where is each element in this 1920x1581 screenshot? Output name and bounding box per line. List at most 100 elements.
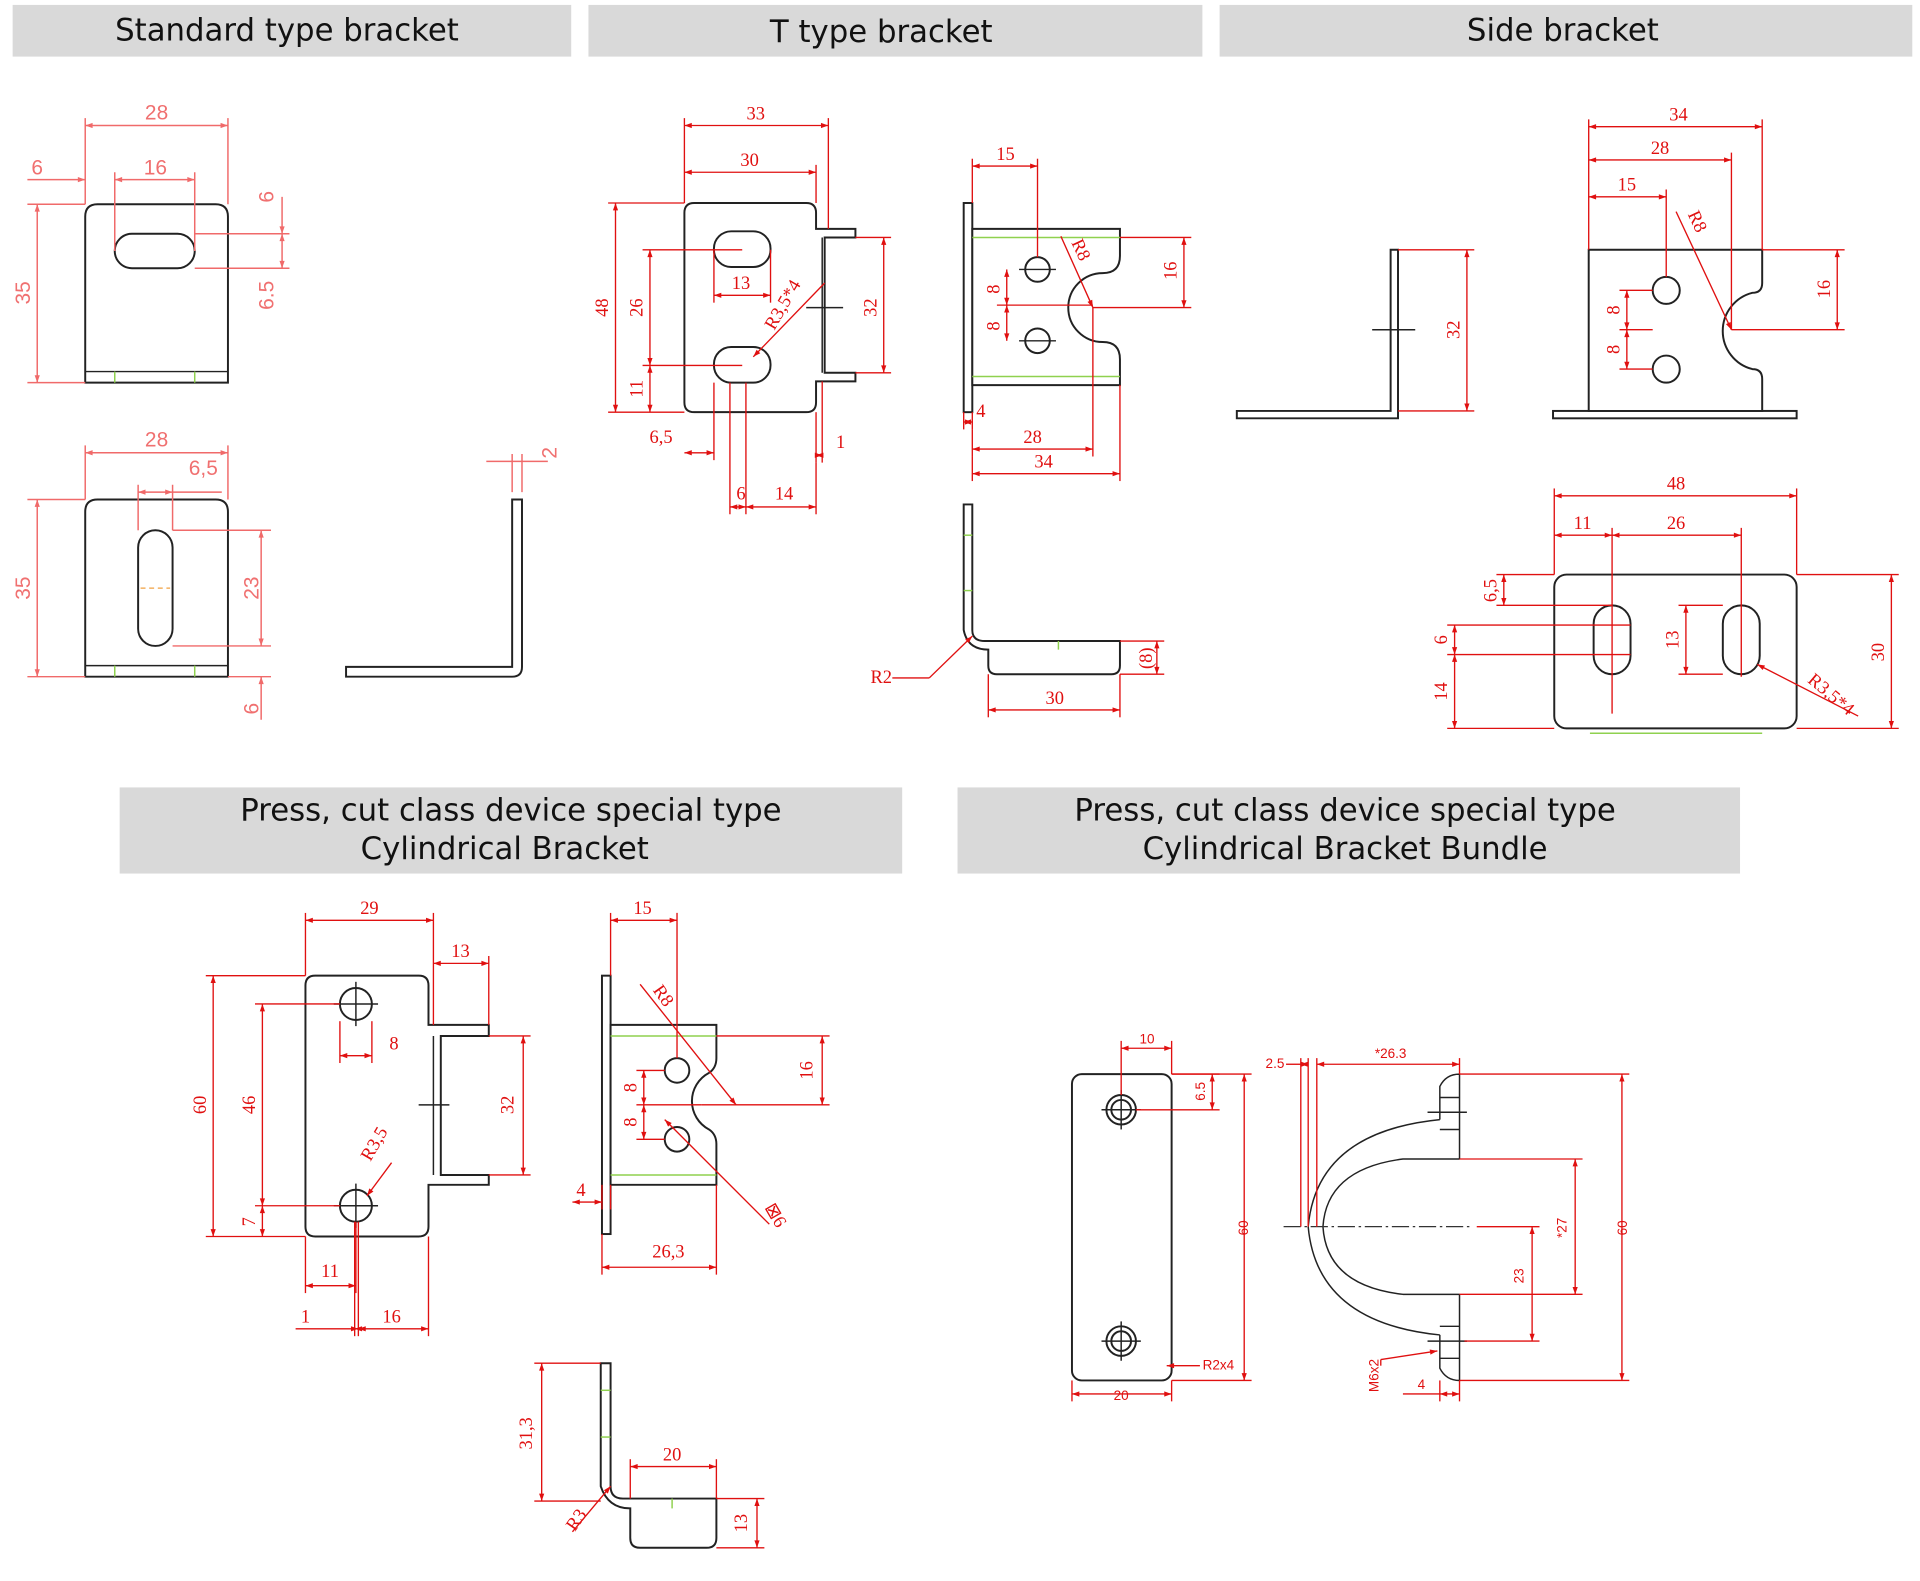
leader-line [664,1119,770,1225]
cylindrical-bracket-front-view [304,974,490,1238]
dimension-label: 30 [1868,643,1888,661]
dimension-label: (8) [1136,647,1157,669]
dimension-label: 13 [1663,631,1683,649]
bundle-front-view [1070,1073,1173,1382]
dimension-label: 48 [1667,474,1685,494]
side-bracket-top-view [1552,248,1798,420]
dimension-label: 6 [736,484,745,504]
dimension-label: 8 [620,1117,640,1126]
leader-line [1380,1349,1438,1361]
dimension-label: M6x2 [1366,1359,1381,1392]
dimension-label: 6 [241,703,264,715]
dimension-label: 26 [627,298,647,316]
dimension-label: 30 [740,150,758,170]
dimension-label: 8 [983,321,1003,330]
dimension-label: 2.5 [1266,1056,1285,1071]
dimension-label: R8 [649,981,678,1010]
cylindrical-bracket-bottom-view [599,1362,718,1549]
dimension-label: 32 [497,1096,517,1114]
dimension-label: 16 [382,1307,400,1327]
t-type-bracket-bottom-view [962,503,1121,676]
dimension-label: 4 [576,1180,585,1200]
dimension-label: 7 [239,1217,259,1226]
header-title: Side bracket [1467,13,1659,49]
dimension-label: 6.5 [255,281,278,310]
dimension-label: R8 [1684,207,1711,235]
header-title-line1: Press, cut class device special type [1074,793,1615,829]
dimension-label: 4 [976,401,985,421]
header-title: T type bracket [769,14,993,50]
dimension-label: 32 [860,298,880,316]
standard-bracket-front-vertical-slot [84,498,229,678]
dimension-label: 20 [663,1444,681,1464]
dimension-label: 6,5 [650,427,673,447]
header-title: Standard type bracket [115,13,459,49]
dimension-label: 20 [1114,1388,1129,1403]
dimension-label: 33 [747,103,765,123]
leader-line [366,1162,393,1197]
dimension-label: 14 [775,484,793,504]
dimension-label: 10 [1139,1031,1154,1046]
leader-line [571,1485,612,1533]
dimension-label: 1 [301,1307,310,1327]
dimension-label: 16 [1814,280,1834,298]
dimension-label: 28 [1023,427,1041,447]
dimension-label: 16 [1161,261,1181,279]
dimension-label: 8 [983,285,1003,294]
leader-line [639,983,737,1106]
dimension-label: 13 [732,273,750,293]
leader-line [1756,663,1859,717]
dimension-label: 6,5 [189,457,218,480]
dimension-label: R3,5*4 [1804,669,1858,719]
t-type-bracket-side-view [962,202,1121,414]
header-title-line1: Press, cut class device special type [240,793,781,829]
header-title-line2: Cylindrical Bracket [361,831,649,867]
dimension-label: 6,5 [1480,579,1500,602]
dimension-label: 13 [451,941,469,961]
header-side-bracket: Side bracket [1219,4,1913,57]
dimension-label: 13 [731,1514,751,1532]
dimension-label: 60 [190,1096,210,1114]
dimension-label: 15 [633,898,651,918]
dimension-label: 34 [1669,105,1687,125]
dimension-label: 16 [796,1061,816,1079]
standard-bracket-front-horizontal-slot [84,203,229,384]
dimension-label: 60 [1236,1220,1251,1235]
dimension-label: 35 [12,576,35,599]
t-type-bracket-front-view [683,202,857,414]
dimension-label: 35 [12,281,35,304]
dimension-label: 26 [1667,513,1685,533]
dimension-label: 6 [1431,635,1451,644]
dimension-label: 28 [1651,138,1669,158]
dimension-label: R2x4 [1203,1357,1235,1372]
dimension-label: 15 [996,144,1014,164]
dimension-label: 6.5 [1193,1082,1208,1101]
dimension-label: 4 [1418,1377,1426,1392]
dimension-label: 28 [145,101,168,124]
dimension-label: 11 [1574,513,1592,533]
dimension-label: 30 [1046,688,1064,708]
leader-line [1060,235,1094,308]
header-cylindrical-bracket: Press, cut class device special type Cyl… [119,787,903,874]
dimension-label: 23 [241,576,264,599]
bundle-side-view [1283,1073,1471,1382]
dimension-label: 32 [1444,321,1464,339]
dimension-label: 23 [1512,1268,1527,1283]
dimension-label: 26,3 [652,1241,684,1261]
dimension-label: R2 [870,667,892,687]
dimension-label: 15 [1618,175,1636,195]
dimension-label: ⊠6 [761,1199,791,1230]
dimension-label: 11 [321,1261,339,1281]
header-title-line2: Cylindrical Bracket Bundle [1143,831,1548,867]
dimension-label: 31,3 [516,1417,536,1449]
dimension-label: 34 [1034,452,1052,472]
dimension-label: *27 [1555,1218,1570,1238]
dimension-label: 1 [836,432,845,452]
leader-line [752,282,826,358]
dimension-label: 8 [620,1083,640,1092]
dimension-label: 14 [1431,682,1451,700]
dimension-label: *26.3 [1375,1046,1407,1061]
dimension-label: 8 [389,1033,398,1053]
